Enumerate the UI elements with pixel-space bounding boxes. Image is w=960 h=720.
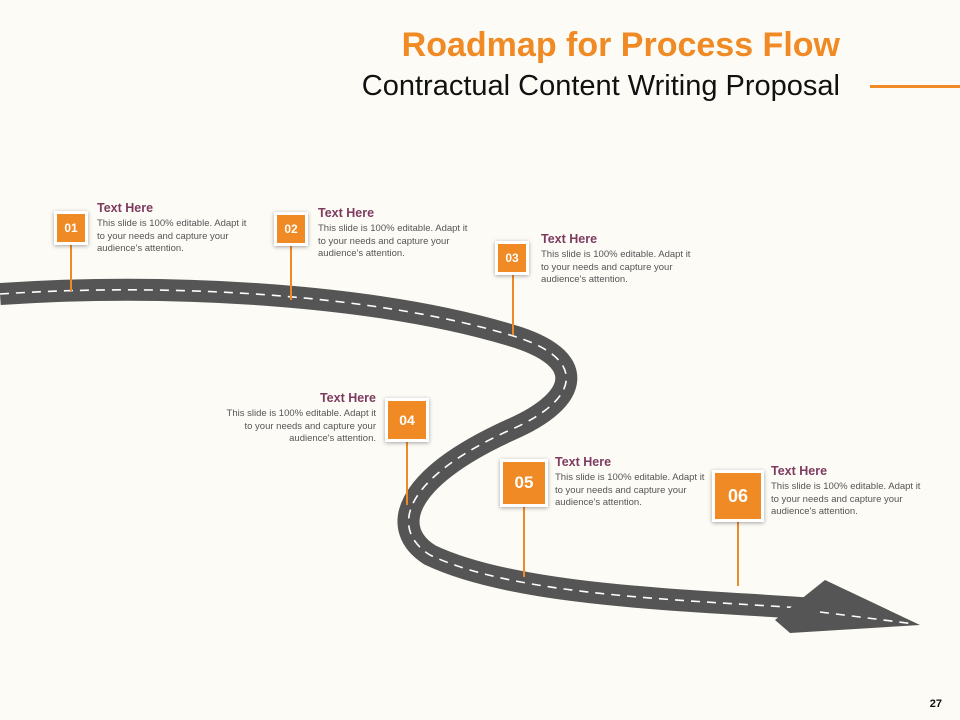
step-05-heading: Text Here [555, 455, 612, 469]
step-06-marker: 06 [712, 470, 764, 522]
slide-subtitle: Contractual Content Writing Proposal [361, 70, 840, 102]
step-01-pin [70, 244, 72, 291]
step-01-description: This slide is 100% editable. Adapt it to… [97, 218, 247, 254]
step-04-text: Text Here This slide is 100% editable. A… [224, 391, 376, 446]
step-01-heading: Text Here [97, 201, 154, 215]
accent-line [870, 85, 960, 88]
step-01-marker: 01 [54, 211, 88, 245]
slide-title: Roadmap for Process Flow [401, 26, 840, 64]
step-03-text: Text Here This slide is 100% editable. A… [541, 232, 693, 287]
step-02-pin [290, 245, 292, 300]
step-06-pin [737, 518, 739, 586]
step-06-heading: Text Here [771, 464, 828, 478]
step-03-heading: Text Here [541, 232, 598, 246]
step-01-text: Text Here This slide is 100% editable. A… [97, 201, 249, 256]
step-02-marker: 02 [274, 212, 308, 246]
step-02-text: Text Here This slide is 100% editable. A… [318, 206, 470, 261]
step-04-description: This slide is 100% editable. Adapt it to… [226, 408, 376, 444]
step-02-heading: Text Here [318, 206, 375, 220]
step-04-marker: 04 [385, 398, 429, 442]
step-04-heading: Text Here [319, 391, 376, 405]
road-arrowhead [775, 580, 920, 633]
page-number: 27 [929, 698, 942, 710]
step-05-marker: 05 [500, 459, 548, 507]
step-06-text: Text Here This slide is 100% editable. A… [771, 464, 923, 519]
step-05-pin [523, 505, 525, 577]
road-center-line [0, 289, 831, 611]
step-03-pin [512, 275, 514, 335]
road-surface [0, 278, 831, 621]
step-03-marker: 03 [495, 241, 529, 275]
step-05-text: Text Here This slide is 100% editable. A… [555, 455, 707, 510]
step-04-pin [406, 440, 408, 505]
step-03-description: This slide is 100% editable. Adapt it to… [541, 249, 691, 285]
step-06-description: This slide is 100% editable. Adapt it to… [771, 481, 921, 517]
step-05-description: This slide is 100% editable. Adapt it to… [555, 472, 705, 508]
step-02-description: This slide is 100% editable. Adapt it to… [318, 223, 468, 259]
